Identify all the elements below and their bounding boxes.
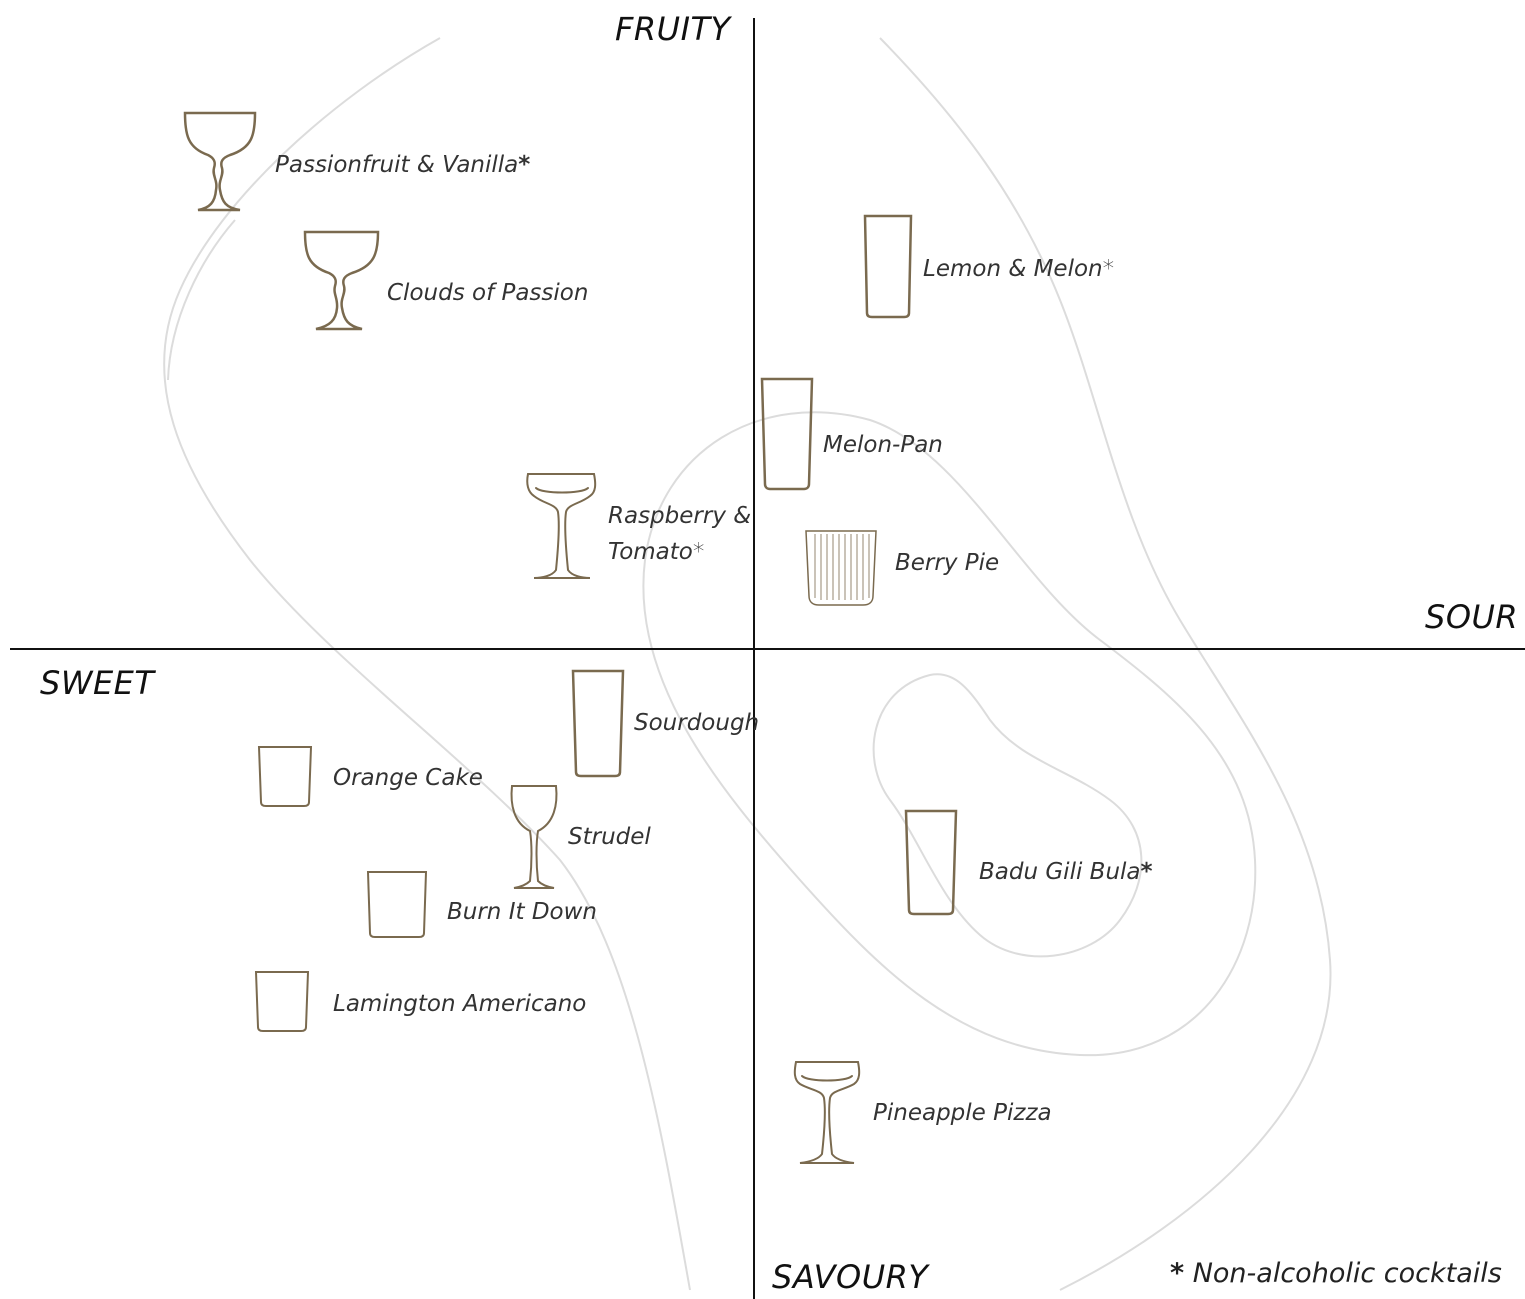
drink-raspberry-tomato: Raspberry & Tomato* xyxy=(608,498,751,570)
drink-clouds-of-passion: Clouds of Passion xyxy=(387,275,588,311)
axis-label-fruity: FRUITY xyxy=(615,10,731,48)
non-alcoholic-mark: * xyxy=(518,152,531,178)
axis-label-sweet: SWEET xyxy=(40,664,155,702)
nick-and-nora-icon xyxy=(510,785,558,889)
drink-name: Passionfruit & Vanilla xyxy=(275,152,519,178)
drink-orange-cake: Orange Cake xyxy=(333,760,483,796)
drink-strudel: Strudel xyxy=(568,819,651,855)
drink-berry-pie: Berry Pie xyxy=(895,545,999,581)
saucer-glass-icon xyxy=(526,473,597,579)
drink-sourdough: Sourdough xyxy=(634,705,759,741)
drink-name: Orange Cake xyxy=(333,765,483,791)
non-alcoholic-mark: * xyxy=(1140,859,1153,885)
drink-name: Berry Pie xyxy=(895,550,1000,576)
footnote: * Non-alcoholic cocktails xyxy=(1170,1258,1502,1289)
drink-lemon-melon: Lemon & Melon* xyxy=(923,251,1114,287)
rocks-glass-icon xyxy=(257,746,313,807)
highball-icon xyxy=(863,214,913,319)
drink-melon-pan: Melon-Pan xyxy=(823,427,943,463)
drink-passionfruit-vanilla: Passionfruit & Vanilla* xyxy=(275,147,530,183)
drink-name: Lamington Americano xyxy=(333,991,587,1017)
drink-burn-it-down: Burn It Down xyxy=(447,894,597,930)
drink-name: Pineapple Pizza xyxy=(873,1100,1052,1126)
highball-icon xyxy=(571,669,625,778)
contour-line-top-left xyxy=(167,219,236,381)
drink-name-line2: Tomato xyxy=(608,539,693,565)
drink-lamington-americano: Lamington Americano xyxy=(333,986,586,1022)
drink-name: Sourdough xyxy=(634,710,760,736)
drink-name: Burn It Down xyxy=(447,899,597,925)
drink-badu-gili-bula: Badu Gili Bula* xyxy=(979,854,1153,890)
coupe-icon xyxy=(303,230,380,331)
non-alcoholic-mark: * xyxy=(692,539,705,565)
rocks-glass-icon xyxy=(366,871,428,938)
contour-line-outer-right xyxy=(879,37,1332,1291)
drink-name: Raspberry & xyxy=(608,503,752,529)
coupe-icon xyxy=(183,111,257,212)
drink-name: Badu Gili Bula xyxy=(979,859,1141,885)
saucer-glass-icon xyxy=(793,1061,861,1164)
footnote-mark: * xyxy=(1170,1258,1185,1289)
ribbed-tumbler-icon xyxy=(805,530,877,606)
contour-line-inner xyxy=(872,673,1143,958)
highball-icon xyxy=(760,377,814,491)
axis-label-savoury: SAVOURY xyxy=(772,1258,929,1296)
highball-icon xyxy=(904,809,958,916)
contour-line-middle xyxy=(642,411,1257,1057)
drink-pineapple-pizza: Pineapple Pizza xyxy=(873,1095,1052,1131)
drink-name: Melon-Pan xyxy=(823,432,943,458)
footnote-text: Non-alcoholic cocktails xyxy=(1192,1258,1502,1289)
drink-name: Strudel xyxy=(568,824,651,850)
contour-line-outer-left xyxy=(163,37,691,1291)
non-alcoholic-mark: * xyxy=(1102,256,1115,282)
drink-name: Lemon & Melon xyxy=(923,256,1103,282)
drink-name: Clouds of Passion xyxy=(387,280,589,306)
axis-label-sour: SOUR xyxy=(1425,598,1519,636)
rocks-glass-icon xyxy=(254,971,310,1032)
